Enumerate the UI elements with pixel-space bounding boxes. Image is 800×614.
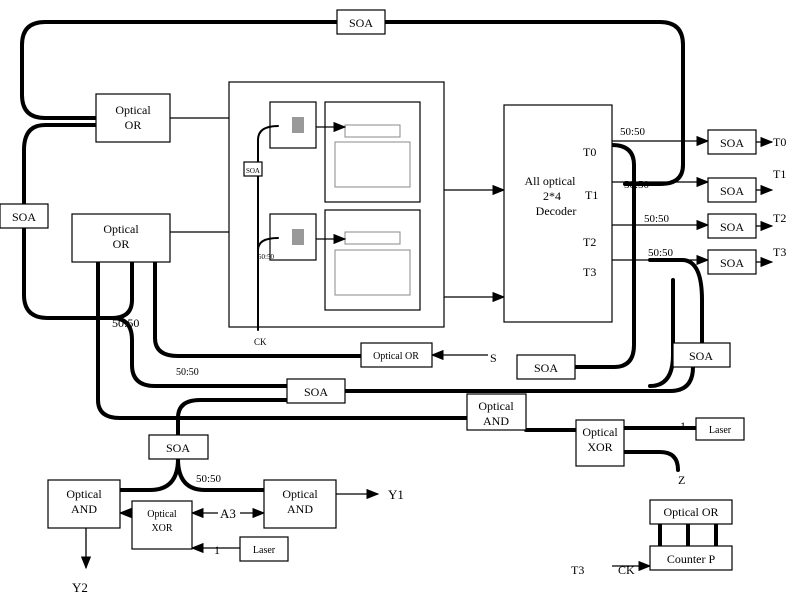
svg-text:Z: Z [678,473,685,487]
svg-text:T3: T3 [571,563,584,577]
svg-text:T2: T2 [583,235,596,249]
optical-xor-bottom [131,500,193,550]
soa-bottom [148,434,209,460]
signal-arrows [80,112,774,572]
svg-text:T1: T1 [773,167,786,181]
soa-lower [286,378,346,404]
svg-text:50:50: 50:50 [620,126,646,138]
soa-left [0,203,49,229]
svg-text:SOA: SOA [720,136,744,150]
optical-and-mid [466,393,527,431]
svg-text:50:50: 50:50 [112,316,139,330]
inner-soa-label: SOA [246,167,260,175]
svg-text:SOA: SOA [12,210,36,224]
optical-and-right [263,479,337,529]
svg-text:XOR: XOR [587,440,612,454]
soa-out-0 [707,129,757,155]
svg-text:T0: T0 [773,135,786,149]
svg-text:SOA: SOA [304,385,328,399]
svg-text:OR: OR [113,237,130,251]
svg-text:CK: CK [618,563,635,577]
blocks: SOA Optical OR SOA Optical OR All optica… [0,9,786,595]
soa-out-3 [707,249,757,275]
svg-text:50:50: 50:50 [648,247,674,259]
counter-p [649,545,733,571]
inner-split-label: 50:50 [258,253,274,261]
svg-text:1: 1 [214,543,220,557]
soa-out-1 [707,177,757,203]
svg-text:Decoder: Decoder [536,204,577,218]
svg-text:50:50: 50:50 [624,179,650,191]
svg-text:OR: OR [125,118,142,132]
optical-or-1 [95,93,171,143]
svg-text:Optical OR: Optical OR [664,505,719,519]
laser-right [695,417,745,441]
svg-text:T1: T1 [585,188,598,202]
svg-text:T3: T3 [583,265,596,279]
svg-text:50:50: 50:50 [176,367,199,378]
soa-out-2 [707,213,757,239]
svg-text:SOA: SOA [349,16,373,30]
optical-or-mid [360,342,433,368]
svg-text:1: 1 [680,419,686,433]
svg-text:SOA: SOA [720,256,744,270]
decoder [503,104,613,323]
svg-text:Optical: Optical [115,103,151,117]
optical-or-2 [71,213,171,263]
svg-text:Optical: Optical [478,399,514,413]
soa-top [336,9,386,35]
svg-text:2*4: 2*4 [543,189,561,203]
svg-text:SOA: SOA [689,349,713,363]
optical-and-left [47,479,121,529]
svg-text:Y2: Y2 [72,580,88,595]
laser-bottom [239,536,289,562]
soa-mid [516,354,576,380]
svg-text:SOA: SOA [534,361,558,375]
waveguides [20,20,718,548]
svg-text:AND: AND [71,502,97,516]
svg-text:A3: A3 [220,506,236,521]
svg-text:Y1: Y1 [388,487,404,502]
soa-right [672,342,731,368]
svg-text:T0: T0 [583,145,596,159]
svg-text:Optical: Optical [66,487,102,501]
optical-or-counter [649,499,733,525]
svg-text:SOA: SOA [166,441,190,455]
optical-xor-right [575,419,625,467]
svg-text:Optical: Optical [147,509,177,520]
svg-text:Laser: Laser [253,545,276,556]
svg-text:S: S [490,351,497,365]
svg-text:50:50: 50:50 [644,213,670,225]
inner-flipflop-circuit: SOA 50:50 CK [228,81,445,347]
svg-text:Optical: Optical [282,487,318,501]
svg-text:Optical: Optical [103,222,139,236]
svg-text:Laser: Laser [709,425,732,436]
ck-label: CK [254,337,267,347]
svg-text:50:50: 50:50 [196,473,222,485]
svg-text:AND: AND [483,414,509,428]
svg-text:SOA: SOA [720,184,744,198]
svg-text:SOA: SOA [720,220,744,234]
svg-text:Optical OR: Optical OR [373,351,419,362]
svg-text:All optical: All optical [525,174,577,188]
svg-text:Counter P: Counter P [667,552,716,566]
svg-text:XOR: XOR [151,523,172,534]
svg-text:T3: T3 [773,245,786,259]
svg-text:AND: AND [287,502,313,516]
svg-text:T2: T2 [773,211,786,225]
svg-text:Optical: Optical [582,425,618,439]
